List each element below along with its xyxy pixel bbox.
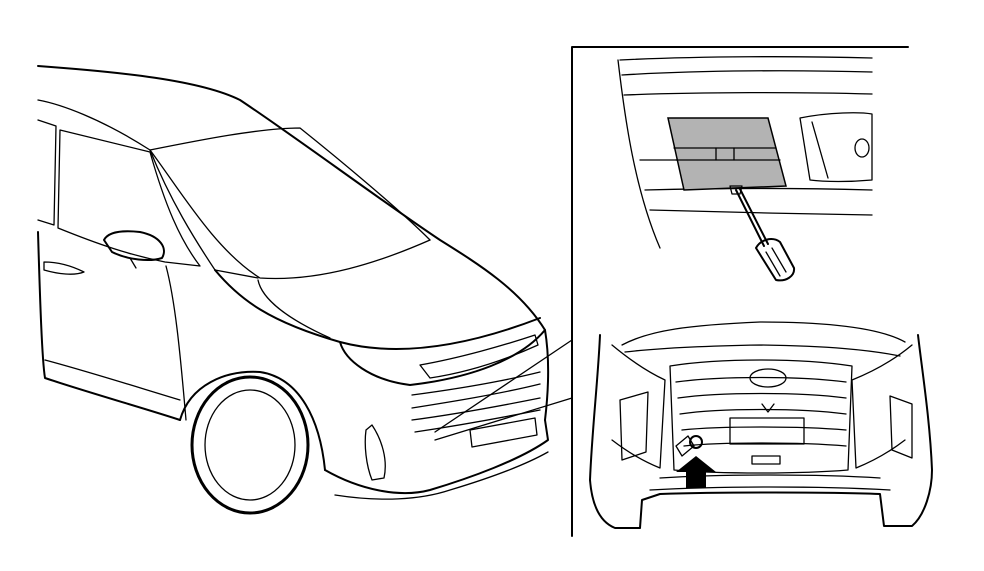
hood-crease: [257, 279, 331, 339]
bumper-upper-line-1: [619, 56, 873, 61]
detail-frame: [571, 46, 909, 537]
leader-line-top: [434, 339, 573, 433]
side-window-front: [57, 129, 201, 267]
screwdriver-shaft-2: [739, 188, 769, 245]
headlight-right: [851, 344, 913, 469]
side-window-rear: [37, 119, 57, 226]
grille-bar-1: [411, 371, 541, 396]
up-arrow-icon: [676, 456, 716, 488]
windshield: [149, 149, 431, 280]
screwdriver-grip-1: [765, 251, 781, 277]
tow-hole: [689, 435, 703, 449]
headlight: [419, 334, 539, 379]
screwdriver-handle: [755, 238, 796, 282]
fog-lamp: [364, 424, 386, 481]
bumper-upper-line-3: [623, 91, 873, 96]
door-handle: [43, 261, 85, 275]
grille-bar-a: [675, 376, 847, 383]
lower-line-1: [659, 474, 881, 479]
headlight-left: [611, 344, 666, 469]
front-tire: [190, 375, 310, 515]
roof-inner: [37, 99, 431, 241]
grille-frame: [669, 359, 853, 474]
tire-inner: [204, 389, 296, 501]
hood: [214, 269, 541, 350]
grille-bar-b: [677, 392, 847, 399]
bumper-upper-line-2: [621, 70, 873, 76]
brand-emblem: [749, 368, 787, 388]
plate-recess: [799, 112, 873, 183]
open-cover: [675, 435, 695, 457]
door-seam: [165, 265, 187, 421]
side-mirror: [103, 230, 165, 261]
grille-bar-d: [681, 426, 847, 431]
screwdriver-grip-2: [771, 247, 787, 273]
plate-outline: [469, 417, 538, 448]
a-pillar: [149, 149, 259, 279]
vehicle-overview: [37, 65, 550, 515]
wheel-arch: [179, 370, 326, 471]
grille-bar-4: [414, 409, 541, 433]
roof-outline: [37, 65, 546, 331]
bumper-bottom-line: [649, 209, 873, 216]
fog-lamp-right: [889, 395, 913, 459]
plate-recess-inner: [811, 121, 829, 179]
front-bumper: [324, 419, 549, 495]
hood-edge: [621, 321, 906, 346]
lower-center-tab: [751, 455, 781, 465]
center-notch: [761, 403, 775, 413]
body-side: [37, 231, 181, 421]
tow-eyelet-cover-highlight: [667, 117, 787, 191]
front-bumper-outline: [589, 334, 933, 529]
sill-line: [44, 359, 181, 401]
bumper-lower-line: [644, 187, 873, 191]
license-plate: [729, 417, 805, 445]
lower-lip: [334, 451, 549, 500]
cover-slot: [729, 185, 743, 195]
front-view-detail: [589, 321, 933, 529]
cover-removal-detail: [617, 56, 873, 282]
mount-hole: [854, 138, 870, 158]
screwdriver-shaft: [735, 189, 765, 247]
front-fascia: [339, 329, 550, 421]
grille-bar-3: [411, 397, 541, 421]
screwdriver-icon: [735, 188, 796, 282]
fog-lamp-left: [619, 391, 649, 461]
grille-bar-2: [411, 383, 541, 409]
lower-line-2: [649, 486, 891, 491]
grille-bar-c: [679, 408, 847, 415]
hood-edge-2: [624, 344, 901, 357]
leader-line-bottom: [434, 397, 573, 441]
bumper-contour-left: [617, 59, 661, 249]
mirror-stalk: [129, 257, 137, 269]
grille-bar-e: [683, 442, 847, 447]
